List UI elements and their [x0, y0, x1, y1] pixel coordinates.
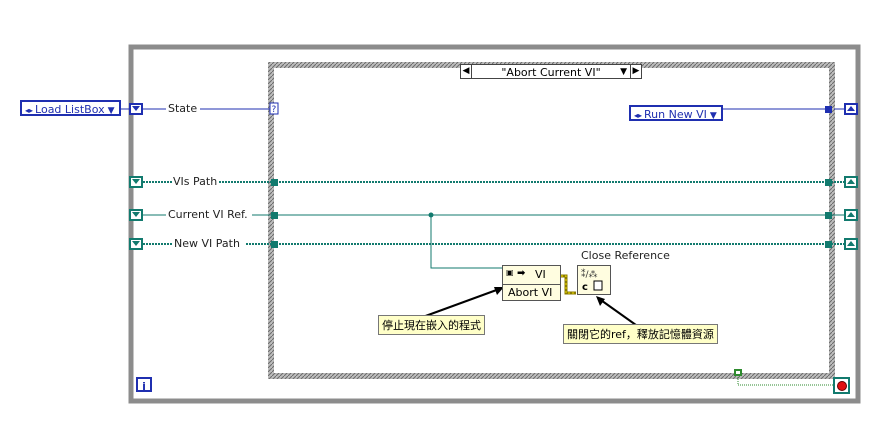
while-loop-frame: [128, 44, 861, 404]
iteration-terminal[interactable]: i: [136, 377, 152, 393]
case-dropdown-icon[interactable]: ▼: [620, 67, 627, 77]
new-vi-path-label: New VI Path: [174, 237, 240, 250]
vis-path-label: VIs Path: [173, 175, 218, 188]
down-arrow-icon: [132, 212, 140, 217]
close-reference-node[interactable]: ⁑/⁂ c: [577, 265, 611, 295]
up-arrow-icon: [847, 106, 855, 111]
run-new-vi-enum[interactable]: ◂▸Run New VI▼: [629, 105, 723, 121]
current-vi-ref-label: Current VI Ref.: [168, 208, 248, 221]
svg-text:c: c: [582, 282, 588, 293]
down-arrow-icon: [132, 106, 140, 111]
error-wire: [561, 274, 576, 295]
current-vi-ref-shift-register-right[interactable]: [844, 209, 858, 221]
close-comment: 關閉它的ref，釋放記憶體資源: [563, 324, 718, 344]
increment-arrows-icon: ◂▸: [634, 111, 643, 120]
property-node-icon: ▣: [506, 268, 514, 277]
state-shift-register-right[interactable]: [844, 103, 858, 115]
vis-path-shift-register-left[interactable]: [129, 176, 143, 188]
case-structure-frame: [268, 62, 835, 379]
abort-vi-icon-text: VI: [535, 268, 546, 281]
abort-comment: 停止現在嵌入的程式: [378, 315, 485, 335]
new-vi-path-shift-register-left[interactable]: [129, 238, 143, 250]
up-arrow-icon: [847, 212, 855, 217]
abort-vi-label: Abort VI: [508, 286, 553, 299]
close-comment-arrow: [597, 297, 637, 326]
increment-arrows-icon: ◂▸: [25, 106, 34, 115]
arrow-icon: ➡: [517, 268, 526, 279]
previous-case-icon[interactable]: ◀: [461, 65, 472, 78]
stop-condition-terminal[interactable]: [833, 377, 850, 394]
dropdown-arrow-icon: ▼: [107, 106, 115, 116]
svg-text:?: ?: [272, 105, 277, 115]
up-arrow-icon: [847, 179, 855, 184]
ref-branch-wire: [430, 215, 502, 269]
dropdown-arrow-icon: ▼: [709, 111, 717, 121]
new-vi-path-shift-register-right[interactable]: [844, 238, 858, 250]
load-listbox-label: Load ListBox: [35, 103, 105, 116]
svg-text:⁑/⁂: ⁑/⁂: [581, 268, 598, 280]
run-new-vi-label: Run New VI: [644, 108, 707, 121]
up-arrow-icon: [847, 241, 855, 246]
state-shift-register-left[interactable]: [129, 103, 143, 115]
down-arrow-icon: [132, 179, 140, 184]
current-vi-ref-shift-register-left[interactable]: [129, 209, 143, 221]
close-reference-label: Close Reference: [581, 249, 670, 262]
stop-icon: [838, 382, 846, 390]
abort-vi-node[interactable]: ▣ ➡ VI Abort VI: [502, 265, 561, 301]
down-arrow-icon: [132, 241, 140, 246]
next-case-icon[interactable]: ▶: [630, 65, 641, 78]
vis-path-shift-register-right[interactable]: [844, 176, 858, 188]
state-label: State: [168, 102, 198, 115]
load-listbox-enum[interactable]: ◂▸Load ListBox▼: [20, 100, 121, 116]
abort-vi-header: ▣ ➡ VI: [503, 266, 560, 285]
close-reference-icon: ⁑/⁂ c: [581, 268, 603, 293]
case-selector-terminal: [269, 102, 279, 115]
abort-comment-arrow: [419, 287, 503, 319]
case-selector[interactable]: ◀ "Abort Current VI" ▼ ▶: [460, 64, 642, 79]
case-selector-label: "Abort Current VI": [501, 66, 601, 79]
